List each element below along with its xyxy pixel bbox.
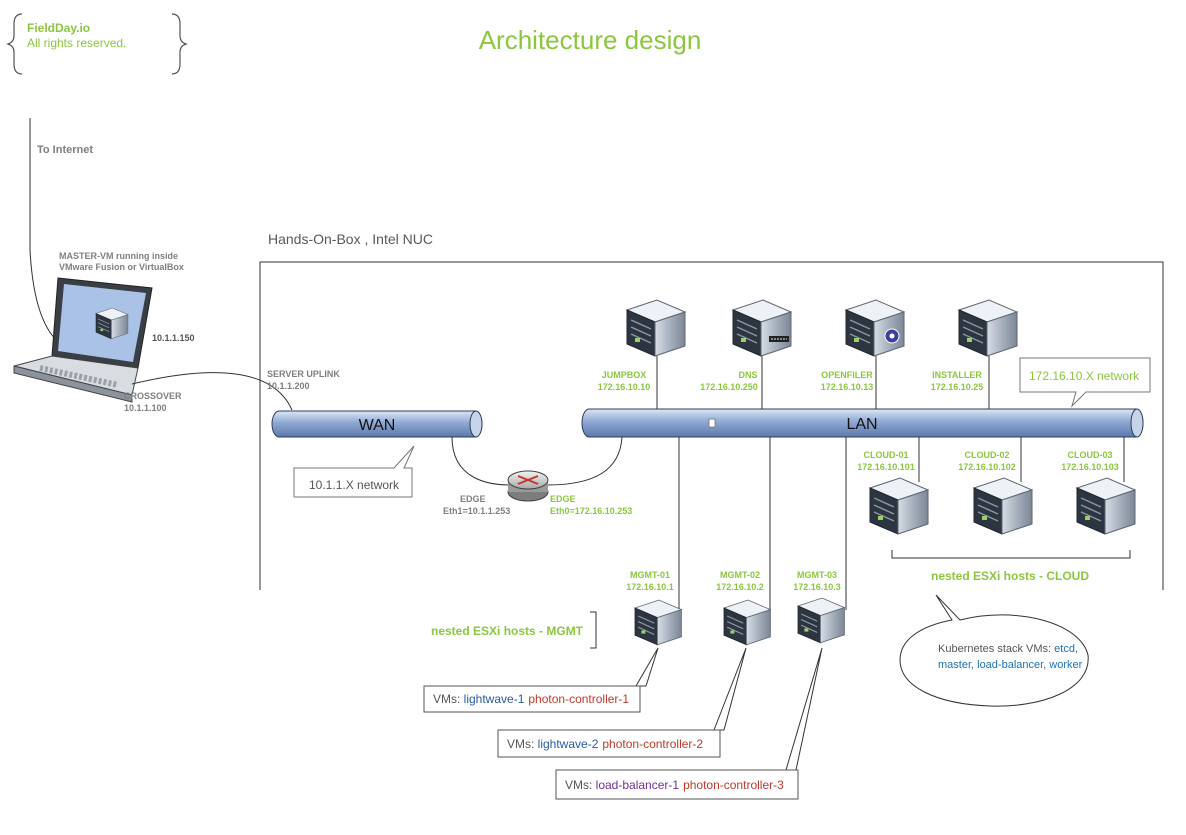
openfiler-ip: 172.16.10.13: [821, 382, 874, 392]
mgmt-02-server-icon: [723, 599, 772, 646]
lan-pipe: [581, 408, 1144, 438]
crossover-cable: [131, 372, 293, 411]
vm-box-3-second: photon-controller-3: [683, 778, 784, 792]
crossover-label: CROSSOVER: [124, 391, 182, 401]
uplink-ip: 10.1.1.200: [267, 381, 310, 391]
internet-label: To Internet: [37, 144, 93, 156]
jumpbox-ip: 172.16.10.10: [598, 382, 651, 392]
cloud-01-name: CLOUD-01: [863, 450, 908, 460]
kubernetes-etcd: etcd,: [1054, 643, 1078, 655]
page-title: Architecture design: [479, 25, 702, 55]
openfiler-server-icon: [845, 299, 905, 357]
kubernetes-line2: master, load-balancer, worker: [938, 659, 1083, 671]
vm-box-3-first: load-balancer-1: [596, 778, 680, 792]
edge-left-name: EDGE: [460, 494, 486, 504]
dns-name: DNS: [738, 370, 757, 380]
dns-ip: 172.16.10.250: [700, 382, 758, 392]
edge-left-ip: Eth1=10.1.1.253: [443, 506, 510, 516]
mgmt-01-ip: 172.16.10.1: [626, 582, 674, 592]
vm-box-2-second: photon-controller-2: [602, 737, 703, 751]
cloud-01-server-icon: [869, 477, 929, 535]
wan-label: WAN: [359, 417, 396, 434]
vm-box-2-prefix: VMs:: [507, 737, 538, 751]
cloud-03-server-icon: [1076, 477, 1136, 535]
vm-box-3-prefix: VMs:: [565, 778, 596, 792]
vm-box-1-pointer: [635, 647, 659, 687]
vm-box-3-pointer: [785, 647, 823, 771]
lan-callout-text: 172.16.10.X network: [1029, 369, 1140, 383]
vm-box-2: [497, 729, 721, 758]
jumpbox-server-icon: [626, 299, 686, 357]
edge-right-ip: Eth0=172.16.10.253: [550, 506, 632, 516]
crossover-ip: 10.1.1.100: [124, 403, 167, 413]
openfiler-name: OPENFILER: [821, 370, 873, 380]
dns-server-icon: [732, 299, 792, 357]
jumpbox-name: JUMPBOX: [602, 370, 647, 380]
hands-on-box-frame: [259, 261, 1164, 590]
brand-brace-right: [171, 13, 188, 75]
vm-box-1-first: lightwave-1: [464, 692, 525, 706]
mgmt-03-ip: 172.16.10.3: [793, 582, 841, 592]
cloud-01-ip: 172.16.10.101: [857, 462, 915, 472]
installer-server-icon: [958, 299, 1018, 357]
mgmt-02-ip: 172.16.10.2: [716, 582, 764, 592]
vm-box-2-pointer: [713, 647, 747, 731]
laptop-ip: 10.1.1.150: [152, 333, 195, 343]
laptop-icon: [13, 277, 153, 403]
cloud-02-ip: 172.16.10.102: [958, 462, 1016, 472]
wan-pipe: [271, 410, 483, 438]
kubernetes-bubble: [899, 594, 1089, 707]
lan-label: LAN: [846, 416, 877, 433]
mgmt-group-bracket: [590, 611, 597, 649]
uplink-label: SERVER UPLINK: [267, 369, 340, 379]
brand-rights: All rights reserved.: [27, 36, 126, 50]
kubernetes-prefix: Kubernetes stack VMs:: [938, 643, 1054, 655]
wan-callout-box: [293, 445, 415, 498]
vm-box-3: [555, 769, 799, 800]
mgmt-01-name: MGMT-01: [630, 570, 670, 580]
mgmt-group-label: nested ESXi hosts - MGMT: [431, 624, 584, 638]
master-vm-icon: [95, 307, 129, 340]
lan-callout-box: [1019, 357, 1151, 408]
cloud-03-name: CLOUD-03: [1067, 450, 1112, 460]
router-icon: [507, 470, 549, 502]
vm-box-1: [423, 685, 641, 713]
box-title: Hands-On-Box , Intel NUC: [268, 231, 433, 247]
laptop-caption-line1: MASTER-VM running inside: [59, 251, 178, 261]
vm-box-1-second: photon-controller-1: [528, 692, 629, 706]
mgmt-03-server-icon: [797, 597, 846, 644]
cloud-group-bracket: [891, 550, 1131, 559]
brand-brace-left: [6, 13, 23, 75]
laptop-caption-line2: VMware Fusion or VirtualBox: [59, 262, 184, 272]
vm-box-1-prefix: VMs:: [433, 692, 464, 706]
cloud-02-server-icon: [973, 477, 1033, 535]
mgmt-02-name: MGMT-02: [720, 570, 760, 580]
installer-ip: 172.16.10.25: [931, 382, 984, 392]
edge-lan-cable: [546, 436, 623, 486]
installer-name: INSTALLER: [932, 370, 982, 380]
edge-wan-cable: [451, 436, 511, 486]
cloud-02-name: CLOUD-02: [964, 450, 1009, 460]
cloud-03-ip: 172.16.10.103: [1061, 462, 1119, 472]
mgmt-03-name: MGMT-03: [797, 570, 837, 580]
brand-name: FieldDay.io: [27, 21, 90, 35]
kubernetes-line1: Kubernetes stack VMs: etcd,: [938, 643, 1078, 655]
wan-callout-text: 10.1.1.X network: [309, 478, 400, 492]
edge-right-name: EDGE: [550, 494, 576, 504]
vm-box-2-first: lightwave-2: [538, 737, 599, 751]
cloud-group-label: nested ESXi hosts - CLOUD: [931, 569, 1089, 583]
mgmt-01-server-icon: [634, 599, 683, 646]
